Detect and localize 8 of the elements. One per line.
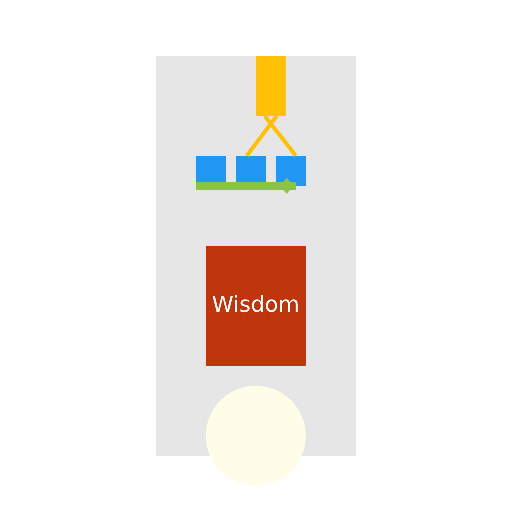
background-panel — [156, 56, 356, 456]
square-block — [276, 156, 306, 186]
process-box — [206, 246, 306, 366]
rectangle-block — [256, 56, 286, 116]
connector-line — [245, 114, 279, 158]
circle-shape — [206, 386, 306, 486]
connector-line — [263, 114, 298, 158]
box-label: Wisdom — [212, 292, 300, 320]
